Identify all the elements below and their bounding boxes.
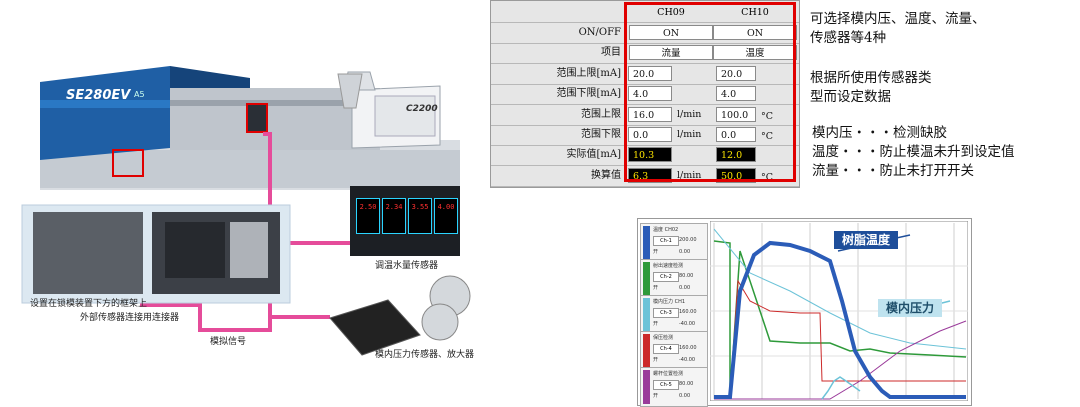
- legend-name: 模内压力 CH1: [653, 299, 686, 305]
- legend-max: 80.00: [679, 273, 694, 279]
- flow-meter-2-value: 2.34: [385, 203, 403, 211]
- ch10-value-field[interactable]: 0.0: [716, 127, 756, 142]
- caption-water-sensor: 调温水量传感器: [375, 261, 439, 271]
- machine-unit-label: C2200: [406, 104, 438, 114]
- ch09-value-field[interactable]: 20.0: [628, 65, 672, 81]
- note-use-pressure: 模内压・・・检测缺胶: [812, 125, 947, 141]
- row-label: 范围下限: [581, 129, 621, 140]
- series-pressure-bump: [821, 376, 861, 400]
- flow-meter-2: 2.34: [382, 198, 406, 234]
- ch09-value-field[interactable]: 0.0: [628, 127, 672, 142]
- legend-max: 200.00: [679, 237, 697, 243]
- ch10-unit: °C: [761, 171, 774, 183]
- note-set-line1: 根据所使用传感器类: [810, 70, 932, 86]
- legend-max: 80.00: [679, 381, 694, 387]
- machine-brand: SE280EV: [66, 88, 131, 103]
- flow-meter-1-value: 2.50: [359, 203, 377, 211]
- caption-frame-mount: 设置在锁模装置下方的框架上: [30, 299, 148, 309]
- series-ch1-line: [714, 240, 966, 399]
- legend-min: 0.00: [679, 249, 691, 255]
- caption-connector: 外部传感器连接用连接器: [80, 313, 180, 323]
- note-set-line2: 型而设定数据: [810, 89, 891, 105]
- legend-name: 射出速度检测: [653, 263, 684, 269]
- ch10-value-field[interactable]: 100.0: [716, 106, 756, 122]
- flow-meter-3: 3.55: [408, 198, 432, 234]
- row-label: 项目: [601, 47, 621, 59]
- legend-off-label: 开: [653, 357, 659, 363]
- ch10-unit: °C: [761, 131, 774, 142]
- row-label: 范围上限: [581, 108, 621, 120]
- legend-off-label: 开: [653, 321, 659, 327]
- machine-brand-sub: A5: [134, 90, 145, 99]
- legend-channel: Ch-2: [653, 272, 679, 282]
- ch09-value-field[interactable]: 流量: [629, 45, 713, 61]
- flow-meter-1: 2.50: [356, 198, 380, 234]
- row-label: 换算值: [591, 169, 621, 181]
- legend-channel: Ch-4: [653, 344, 679, 354]
- legend-swatch: [643, 370, 650, 404]
- legend-off-label: 开: [653, 249, 659, 255]
- flow-meter-3-value: 3.55: [411, 203, 429, 211]
- ch09-unit: l/min: [677, 169, 702, 181]
- row-label: 实际值[mA]: [566, 149, 621, 161]
- column-header-ch09: CH09: [657, 7, 685, 18]
- callout-resin-temperature: 树脂温度: [834, 231, 899, 249]
- callout-cavity-pressure: 模内压力: [878, 299, 943, 317]
- series-ch3-line: [713, 228, 967, 350]
- legend-min: -40.00: [679, 357, 696, 363]
- ch09-value-field[interactable]: 16.0: [628, 106, 672, 122]
- legend-channel: Ch-1: [653, 236, 679, 246]
- row-label: 范围上限[mA]: [556, 67, 621, 79]
- ch09-unit: l/min: [677, 129, 702, 140]
- note-use-temperature: 温度・・・防止模温未升到设定值: [812, 144, 1015, 160]
- ch10-unit: °C: [761, 110, 774, 122]
- flow-meter-4: 4.00: [434, 198, 458, 234]
- legend-min: 0.00: [679, 393, 691, 399]
- legend-swatch: [643, 298, 650, 332]
- ch09-value-field[interactable]: 10.3: [628, 147, 672, 163]
- note-use-flow: 流量・・・防止未打开开关: [812, 163, 974, 179]
- note-select-line1: 可选择模内压、温度、流量、: [810, 11, 986, 27]
- legend-name: 螺杆位置检测: [653, 371, 684, 377]
- series-ch5-line: [714, 320, 967, 400]
- legend-channel: Ch-5: [653, 380, 679, 390]
- legend-swatch: [643, 334, 650, 368]
- legend-min: 0.00: [679, 285, 691, 291]
- legend-swatch: [643, 226, 650, 260]
- caption-pressure-sensor: 模内压力传感器、放大器: [375, 350, 475, 360]
- channel-highlight-box: [624, 2, 796, 182]
- column-header-ch10: CH10: [741, 7, 769, 18]
- note-select-line2: 传感器等4种: [810, 30, 887, 46]
- ch09-value-field[interactable]: ON: [629, 25, 713, 40]
- legend-min: -40.00: [679, 321, 696, 327]
- ch10-value-field[interactable]: 12.0: [716, 147, 756, 163]
- legend-off-label: 开: [653, 285, 659, 291]
- row-label: ON/OFF: [578, 27, 621, 38]
- legend-name: 温度 CH02: [653, 227, 679, 233]
- flow-meter-4-value: 4.00: [437, 203, 455, 211]
- ch10-value-field[interactable]: 温度: [713, 45, 797, 61]
- ch10-value-field[interactable]: ON: [713, 25, 797, 40]
- legend-max: 160.00: [679, 345, 697, 351]
- legend-name: 保压检测: [653, 335, 674, 341]
- legend-swatch: [643, 262, 650, 296]
- legend-off-label: 开: [653, 393, 659, 399]
- ch10-value-field[interactable]: 4.0: [716, 86, 756, 102]
- ch10-value-field[interactable]: 20.0: [716, 65, 756, 81]
- caption-analog-signal: 模拟信号: [210, 337, 247, 347]
- ch09-unit: l/min: [677, 108, 702, 120]
- ch09-value-field[interactable]: 4.0: [628, 86, 672, 102]
- row-label: 范围下限[mA]: [556, 88, 621, 100]
- legend-max: 160.00: [679, 309, 697, 315]
- legend-channel: Ch-3: [653, 308, 679, 318]
